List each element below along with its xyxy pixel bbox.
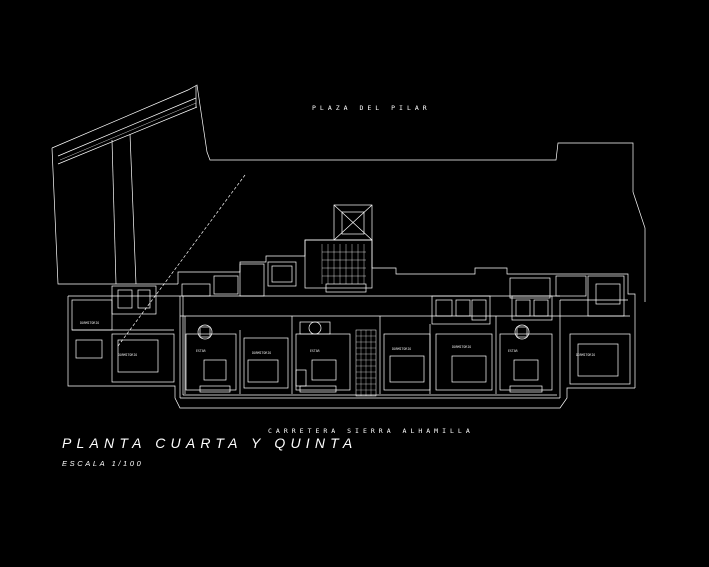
apartment-3 (291, 316, 351, 394)
svg-text:DORMITORIO: DORMITORIO (252, 351, 271, 355)
apartment-1 (71, 285, 175, 383)
stair-core (267, 204, 373, 293)
svg-text:ESTAR: ESTAR (196, 349, 206, 353)
svg-text:DORMITORIO: DORMITORIO (80, 321, 99, 325)
street-label-south: CARRETERA SIERRA ALHAMILLA (268, 427, 474, 435)
svg-text:ESTAR: ESTAR (508, 349, 518, 353)
apartment-4 (379, 295, 491, 394)
svg-text:DORMITORIO: DORMITORIO (392, 347, 411, 351)
apartment-5 (435, 316, 553, 394)
svg-text:DORMITORIO: DORMITORIO (118, 353, 137, 357)
svg-text:DORMITORIO: DORMITORIO (576, 353, 595, 357)
drawing-scale: ESCALA 1/100 (62, 459, 144, 468)
site-boundary (51, 84, 646, 347)
svg-text:ESTAR: ESTAR (310, 349, 320, 353)
svg-text:DORMITORIO: DORMITORIO (452, 345, 471, 349)
corridor (180, 295, 560, 397)
apartment-6 (509, 275, 631, 385)
apartment-2 (181, 263, 289, 394)
room-labels: DORMITORIO DORMITORIO ESTAR DORMITORIO E… (80, 321, 595, 357)
drawing-title: PLANTA CUARTA Y QUINTA (62, 435, 358, 451)
building-outline (67, 239, 636, 409)
street-label-north: PLAZA DEL PILAR (312, 104, 431, 112)
